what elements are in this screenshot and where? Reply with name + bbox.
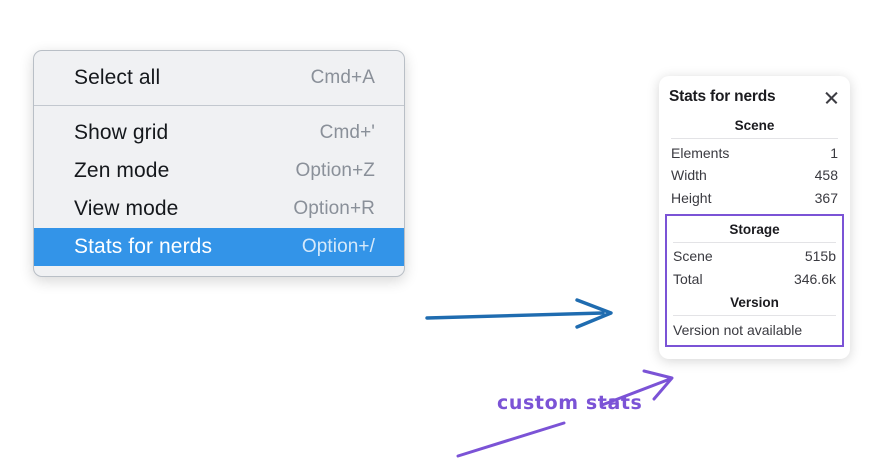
menu-item-stats-for-nerds[interactable]: Stats for nerds Option+/ — [34, 228, 404, 266]
menu-item-shortcut: Option+R — [293, 198, 375, 219]
stat-label: Width — [671, 167, 707, 183]
stat-row: Scene 515b — [671, 246, 838, 269]
menu-item-label: Stats for nerds — [74, 235, 213, 258]
section-divider — [673, 314, 836, 316]
menu-item-label: View mode — [74, 197, 179, 220]
stat-row: Total 346.6k — [671, 268, 838, 291]
menu-item-shortcut: Cmd+A — [310, 67, 375, 88]
version-section-heading: Version — [730, 294, 779, 310]
stat-value: 515b — [804, 248, 836, 264]
annotation-label: custom stats — [497, 392, 643, 414]
blue-arrow-annotation — [425, 298, 613, 329]
stat-label: Height — [671, 189, 712, 206]
storage-section-heading: Storage — [729, 221, 780, 237]
stat-row: Elements 1 — [669, 142, 840, 165]
menu-item-show-grid[interactable]: Show grid Cmd+' — [34, 114, 404, 152]
purple-tail-annotation — [456, 421, 566, 458]
menu-item-label: Select all — [74, 66, 161, 89]
stat-label: Total — [673, 270, 703, 287]
menu-item-view-mode[interactable]: View mode Option+R — [34, 190, 404, 228]
menu-item-label: Zen mode — [74, 159, 170, 182]
menu-group-2: Show grid Cmd+' Zen mode Option+Z View m… — [34, 114, 404, 266]
close-icon[interactable] — [823, 89, 840, 106]
menu-item-select-all[interactable]: Select all Cmd+A — [34, 59, 404, 97]
scene-section-heading: Scene — [734, 118, 775, 133]
stat-value: 367 — [814, 189, 838, 206]
stat-label: Scene — [673, 248, 713, 264]
menu-item-zen-mode[interactable]: Zen mode Option+Z — [34, 152, 404, 190]
menu-item-shortcut: Option+Z — [295, 160, 375, 181]
panel-header: Stats for nerds — [669, 86, 840, 114]
stat-row: Width 458 — [669, 165, 840, 188]
stat-value: 458 — [814, 167, 838, 183]
menu-item-shortcut: Option+/ — [301, 236, 375, 257]
stats-for-nerds-panel: Stats for nerds Scene Elements 1 Width 4… — [659, 76, 850, 359]
menu-item-label: Show grid — [74, 121, 169, 144]
panel-title: Stats for nerds — [669, 88, 776, 105]
version-value: Version not available — [673, 321, 803, 338]
context-menu[interactable]: Select all Cmd+A Show grid Cmd+' Zen mod… — [33, 50, 405, 277]
stat-value: 1 — [830, 144, 838, 161]
section-divider — [673, 241, 836, 243]
menu-item-shortcut: Cmd+' — [319, 122, 375, 143]
stat-label: Elements — [671, 144, 730, 161]
menu-group-1: Select all Cmd+A — [34, 59, 404, 97]
section-divider — [671, 138, 838, 139]
custom-stats-highlight-box: Storage Scene 515b Total 346.6k Version … — [665, 213, 844, 347]
menu-separator — [34, 105, 404, 106]
stat-value: 346.6k — [793, 270, 836, 287]
stat-row: Height 367 — [669, 187, 840, 210]
